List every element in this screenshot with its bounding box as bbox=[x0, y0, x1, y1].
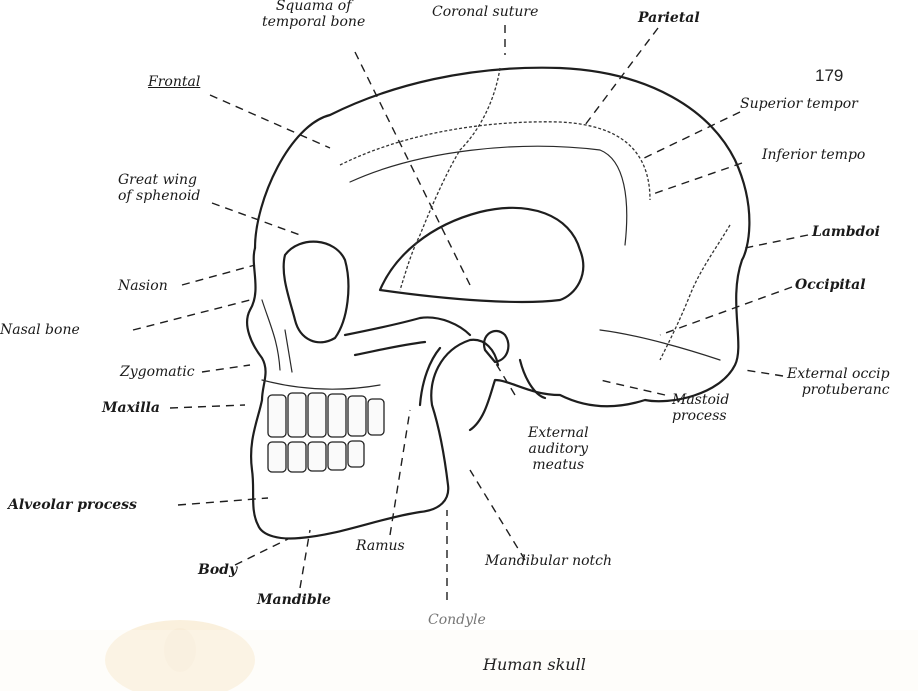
label-frontal: Frontal bbox=[148, 74, 200, 90]
label-condyle: Condyle bbox=[428, 612, 486, 628]
label-body: Body bbox=[198, 562, 237, 578]
label-occipital: Occipital bbox=[795, 277, 866, 293]
label-superior-temporal: Superior tempor bbox=[740, 96, 858, 112]
label-external-occipital: External occip protuberanc bbox=[787, 366, 890, 398]
figure-caption: Human skull bbox=[483, 655, 586, 674]
label-ramus: Ramus bbox=[356, 538, 405, 554]
label-mandibular-notch: Mandibular notch bbox=[485, 553, 612, 569]
label-nasal-bone: Nasal bone bbox=[0, 322, 80, 338]
label-nasion: Nasion bbox=[118, 278, 168, 294]
leader-lines bbox=[133, 25, 808, 600]
label-mandible: Mandible bbox=[257, 592, 331, 608]
label-parietal: Parietal bbox=[638, 10, 700, 26]
label-maxilla: Maxilla bbox=[102, 400, 160, 416]
label-zygomatic: Zygomatic bbox=[120, 364, 195, 380]
label-lambdoid: Lambdoi bbox=[812, 224, 880, 240]
page-number: 179 bbox=[815, 66, 843, 86]
label-mastoid: Mastoid process bbox=[672, 392, 729, 424]
label-external-auditory: External auditory meatus bbox=[528, 425, 589, 473]
label-coronal-suture: Coronal suture bbox=[432, 4, 538, 20]
label-squama-temporal: Squama of temporal bone bbox=[262, 0, 365, 30]
label-inferior-temporal: Inferior tempo bbox=[762, 147, 865, 163]
label-alveolar-process: Alveolar process bbox=[8, 497, 137, 513]
teeth bbox=[268, 393, 384, 472]
label-great-wing: Great wing of sphenoid bbox=[118, 172, 200, 204]
university-seal-watermark bbox=[0, 620, 918, 691]
